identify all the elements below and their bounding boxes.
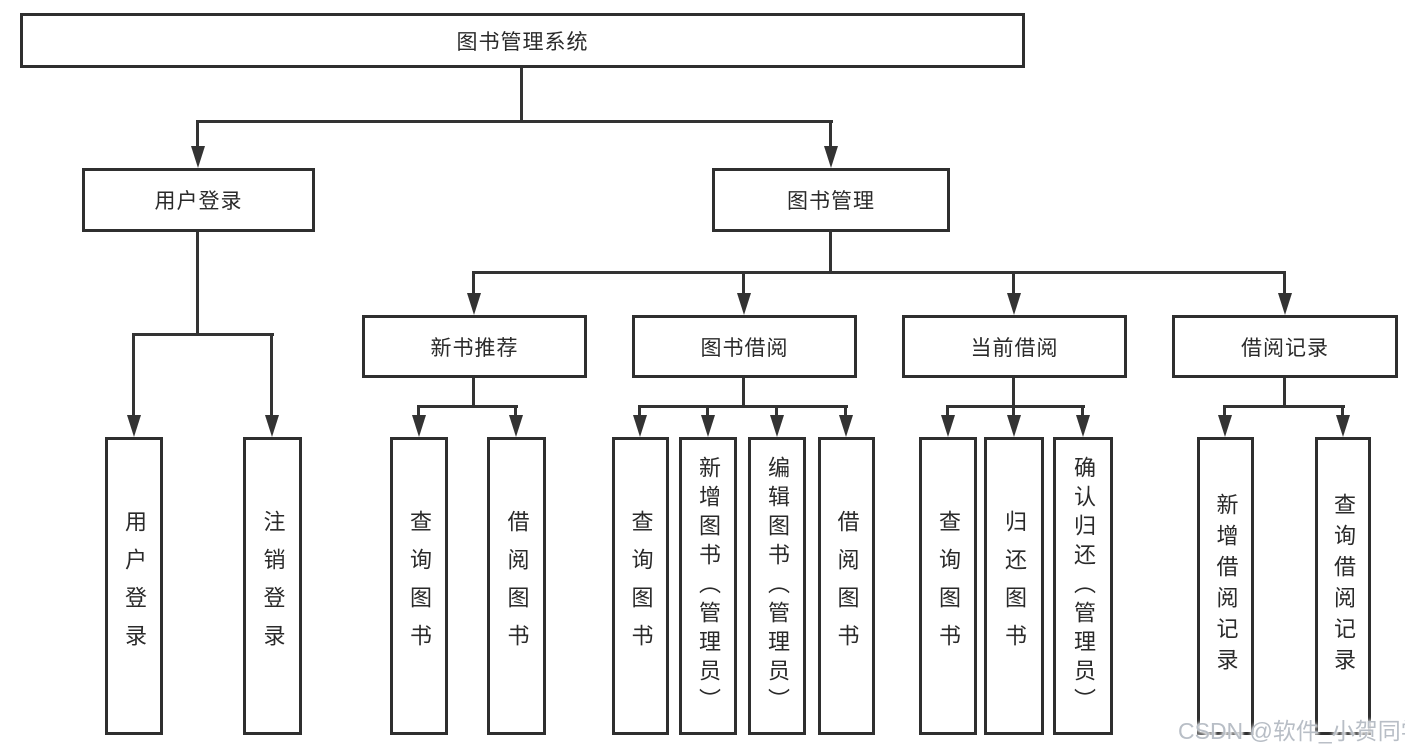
connector-line (742, 378, 745, 408)
connector-line (706, 405, 709, 417)
arrowhead-down-icon (1278, 293, 1292, 315)
node-new-book-recommendation: 新书推荐 (362, 315, 587, 378)
leaf-edit-book-admin: 编辑图书（管理员） (748, 437, 806, 735)
leaf-confirm-return-admin: 确认归还（管理员） (1053, 437, 1113, 735)
leaf-query-borrow-record: 查询借阅记录 (1315, 437, 1371, 735)
connector-line (1012, 405, 1015, 417)
node-book-management-label: 图书管理 (787, 190, 875, 213)
connector-line (946, 405, 949, 417)
arrowhead-down-icon (127, 415, 141, 437)
connector-line (270, 333, 273, 418)
connector-line (829, 230, 832, 274)
connector-line (1223, 405, 1226, 417)
node-current-borrowing-label: 当前借阅 (970, 336, 1059, 360)
leaf-edit-book-admin-label: 编辑图书（管理员） (765, 455, 790, 717)
arrowhead-down-icon (824, 146, 838, 168)
arrowhead-down-icon (737, 293, 751, 315)
node-book-borrowing: 图书借阅 (632, 315, 857, 378)
leaf-query-books-recommend: 查询图书 (390, 437, 448, 735)
connector-line (472, 271, 475, 295)
node-root-label: 图书管理系统 (456, 30, 589, 54)
connector-line (1283, 271, 1286, 295)
leaf-add-borrow-record-label: 新增借阅记录 (1213, 493, 1239, 679)
arrowhead-down-icon (633, 415, 647, 437)
leaf-add-book-admin: 新增图书（管理员） (679, 437, 737, 735)
leaf-borrow-books-borrowing: 借阅图书 (818, 437, 875, 735)
leaf-query-books-recommend-label: 查询图书 (407, 510, 432, 662)
leaf-add-borrow-record: 新增借阅记录 (1197, 437, 1254, 735)
node-new-book-recommendation-label: 新书推荐 (430, 336, 519, 360)
connector-line (844, 405, 847, 417)
arrowhead-down-icon (1076, 415, 1090, 437)
node-borrowing-records-label: 借阅记录 (1241, 336, 1329, 360)
csdn-watermark: CSDN @软件_小贺同学 (1178, 718, 1405, 744)
connector-line (132, 333, 274, 336)
connector-line (775, 405, 778, 417)
leaf-query-books-current-label: 查询图书 (936, 510, 961, 662)
connector-line (472, 378, 475, 408)
leaf-user-login-label: 用户登录 (122, 510, 147, 662)
node-current-borrowing: 当前借阅 (902, 315, 1127, 378)
connector-line (196, 232, 199, 336)
node-book-management: 图书管理 (712, 168, 950, 232)
node-root: 图书管理系统 (20, 13, 1025, 68)
connector-line (132, 333, 135, 418)
connector-line (196, 120, 833, 123)
arrowhead-down-icon (412, 415, 426, 437)
connector-line (1081, 405, 1084, 417)
leaf-query-borrow-record-label: 查询借阅记录 (1331, 493, 1356, 679)
arrowhead-down-icon (265, 415, 279, 437)
connector-line (1012, 378, 1015, 408)
arrowhead-down-icon (839, 415, 853, 437)
connector-line (196, 120, 199, 150)
connector-line (638, 405, 848, 408)
leaf-borrow-books-recommend: 借阅图书 (487, 437, 546, 735)
leaf-logout-label: 注销登录 (260, 510, 286, 662)
node-borrowing-records: 借阅记录 (1172, 315, 1398, 378)
connector-line (638, 405, 641, 417)
node-user-login: 用户登录 (82, 168, 315, 232)
arrowhead-down-icon (941, 415, 955, 437)
connector-line (1341, 405, 1344, 417)
leaf-query-books-borrowing: 查询图书 (612, 437, 669, 735)
connector-line (520, 68, 523, 120)
connector-line (742, 271, 745, 295)
connector-line (1283, 378, 1286, 408)
connector-line (946, 405, 1085, 408)
connector-line (514, 405, 517, 417)
connector-line (417, 405, 518, 408)
leaf-add-book-admin-label: 新增图书（管理员） (696, 455, 721, 717)
leaf-return-books-label: 归还图书 (1002, 510, 1027, 662)
arrowhead-down-icon (1218, 415, 1232, 437)
arrowhead-down-icon (191, 146, 205, 168)
node-book-borrowing-label: 图书借阅 (700, 336, 789, 360)
connector-line (417, 405, 420, 417)
connector-line (1223, 405, 1345, 408)
arrowhead-down-icon (701, 415, 715, 437)
arrowhead-down-icon (1007, 415, 1021, 437)
arrowhead-down-icon (467, 293, 481, 315)
connector-line (472, 271, 1286, 274)
leaf-logout: 注销登录 (243, 437, 302, 735)
leaf-query-books-current: 查询图书 (919, 437, 977, 735)
leaf-borrow-books-recommend-label: 借阅图书 (504, 510, 530, 662)
arrowhead-down-icon (1007, 293, 1021, 315)
connector-line (1012, 271, 1015, 295)
arrowhead-down-icon (1336, 415, 1350, 437)
leaf-confirm-return-admin-label: 确认归还（管理员） (1071, 455, 1096, 717)
arrowhead-down-icon (770, 415, 784, 437)
leaf-return-books: 归还图书 (984, 437, 1044, 735)
leaf-user-login: 用户登录 (105, 437, 163, 735)
node-user-login-label: 用户登录 (154, 190, 243, 213)
connector-line (829, 120, 832, 150)
leaf-borrow-books-borrowing-label: 借阅图书 (834, 510, 860, 662)
leaf-query-books-borrowing-label: 查询图书 (628, 510, 654, 662)
arrowhead-down-icon (509, 415, 523, 437)
